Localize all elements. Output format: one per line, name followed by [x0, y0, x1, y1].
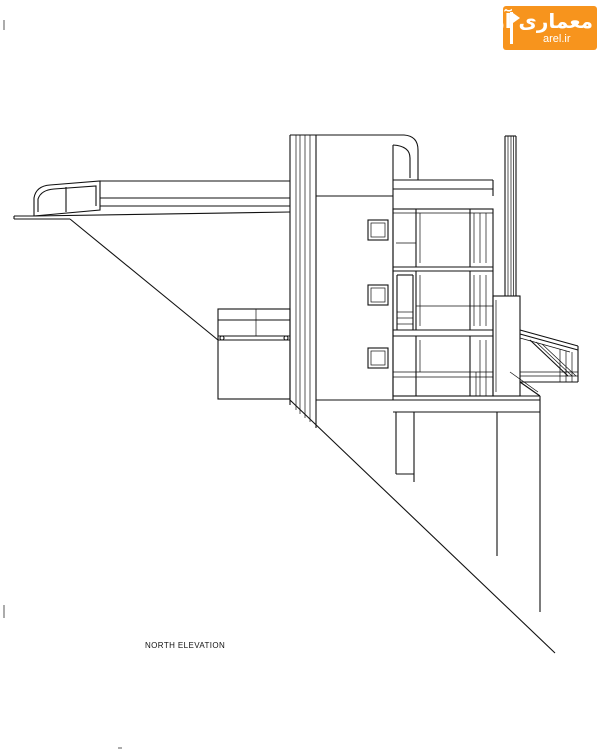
square-windows — [367, 219, 389, 369]
drawing-title: NORTH ELEVATION — [145, 641, 226, 650]
flag-icon — [510, 12, 520, 44]
brand-url: arel.ir — [543, 33, 571, 45]
chimney — [504, 135, 517, 296]
glazed-bay — [392, 208, 494, 397]
stair-tower — [492, 295, 579, 397]
sheet-ticks — [3, 20, 122, 749]
brand-name: معماری آرل — [475, 9, 593, 33]
foundation — [289, 395, 556, 654]
bridge-deck — [13, 180, 291, 341]
lower-box — [217, 308, 291, 400]
brand-logo: معماری آرل arel.ir — [475, 6, 597, 50]
main-tower — [289, 134, 494, 428]
